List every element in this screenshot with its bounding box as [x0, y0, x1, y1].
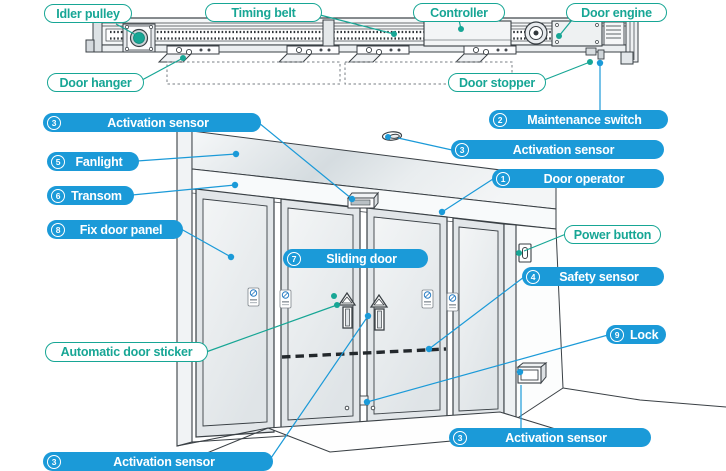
label-text: Timing belt: [231, 5, 296, 20]
label-text: Activation sensor: [107, 115, 209, 130]
label-number: 3: [455, 142, 469, 157]
label-fanlight: 5 Fanlight: [47, 152, 139, 171]
idler-pulley-graphic: [122, 23, 156, 53]
rail-mechanism: [85, 17, 639, 85]
header-activation-sensor: [346, 191, 380, 210]
leader-lines: [115, 14, 609, 459]
label-number: 3: [47, 115, 61, 130]
label-activation-sensor-bottom-left: 3 Activation sensor: [43, 452, 273, 471]
label-text: Sliding door: [326, 251, 397, 266]
label-text: Door hanger: [59, 75, 132, 90]
label-text: Fanlight: [75, 154, 123, 169]
label-text: Door operator: [543, 171, 625, 186]
label-text: Controller: [430, 5, 488, 20]
label-text: Automatic door sticker: [60, 345, 193, 359]
door-position-dashed-outline: [166, 61, 341, 85]
label-text: Transom: [71, 188, 122, 203]
label-timing-belt: Timing belt: [205, 3, 322, 22]
label-text: Safety sensor: [559, 269, 639, 284]
label-door-operator: 1 Door operator: [492, 169, 664, 188]
label-sliding-door: 7 Sliding door: [283, 249, 428, 268]
label-number: 1: [496, 171, 510, 186]
label-text: Maintenance switch: [527, 112, 642, 127]
label-idler-pulley: Idler pulley: [44, 4, 132, 23]
ceiling-activation-sensor: [381, 131, 403, 141]
fix-door-panel-right: [452, 217, 505, 423]
label-number: 5: [51, 154, 65, 169]
door-position-dashed-outline: [344, 61, 513, 85]
label-text: Activation sensor: [512, 142, 615, 157]
label-number: 6: [51, 188, 65, 203]
label-number: 7: [287, 251, 301, 266]
controller-box: [423, 20, 512, 47]
storefront: [162, 125, 726, 471]
fix-door-panel-left: [195, 188, 275, 438]
label-number: 2: [493, 112, 507, 127]
label-door-hanger: Door hanger: [47, 73, 144, 92]
label-activation-sensor-right: 3 Activation sensor: [451, 140, 664, 159]
door-handle-right: [369, 293, 389, 331]
door-sticker-decals: [247, 287, 459, 312]
label-text: Door engine: [581, 5, 652, 20]
safety-sensor-beam: [281, 347, 447, 359]
label-text: Door stopper: [458, 75, 536, 90]
label-number: 3: [453, 430, 467, 445]
label-door-stopper: Door stopper: [448, 73, 546, 92]
label-number: 3: [47, 454, 61, 469]
right-post: [503, 223, 517, 422]
power-button-graphic: [518, 243, 532, 263]
label-text: Idler pulley: [56, 6, 120, 21]
floor-edge-right: [562, 387, 726, 408]
label-controller: Controller: [413, 3, 505, 22]
label-number: 4: [526, 269, 540, 284]
wall-activation-sensor: [516, 361, 548, 385]
label-activation-sensor-top-left: 3 Activation sensor: [43, 113, 261, 132]
label-power-button: Power button: [564, 225, 661, 244]
label-transom: 6 Transom: [47, 186, 134, 205]
label-lock: 9 Lock: [606, 325, 666, 344]
label-activation-sensor-bottom-right: 3 Activation sensor: [449, 428, 651, 447]
door-handle-left: [337, 291, 357, 329]
label-automatic-door-sticker: Automatic door sticker: [45, 342, 208, 362]
label-text: Activation sensor: [113, 454, 215, 469]
door-engine-graphic: [524, 20, 625, 47]
label-door-engine: Door engine: [566, 3, 667, 22]
left-post: [176, 125, 193, 447]
label-maintenance-switch: 2 Maintenance switch: [489, 110, 668, 129]
label-text: Lock: [630, 327, 659, 342]
label-number: 8: [51, 222, 65, 237]
label-text: Fix door panel: [79, 222, 163, 237]
label-text: Power button: [573, 227, 652, 242]
label-fix-door-panel: 8 Fix door panel: [47, 220, 183, 239]
door-stopper-graphic: [585, 17, 639, 65]
label-number: 9: [610, 327, 624, 342]
label-safety-sensor: 4 Safety sensor: [522, 267, 664, 286]
label-text: Activation sensor: [505, 430, 607, 445]
